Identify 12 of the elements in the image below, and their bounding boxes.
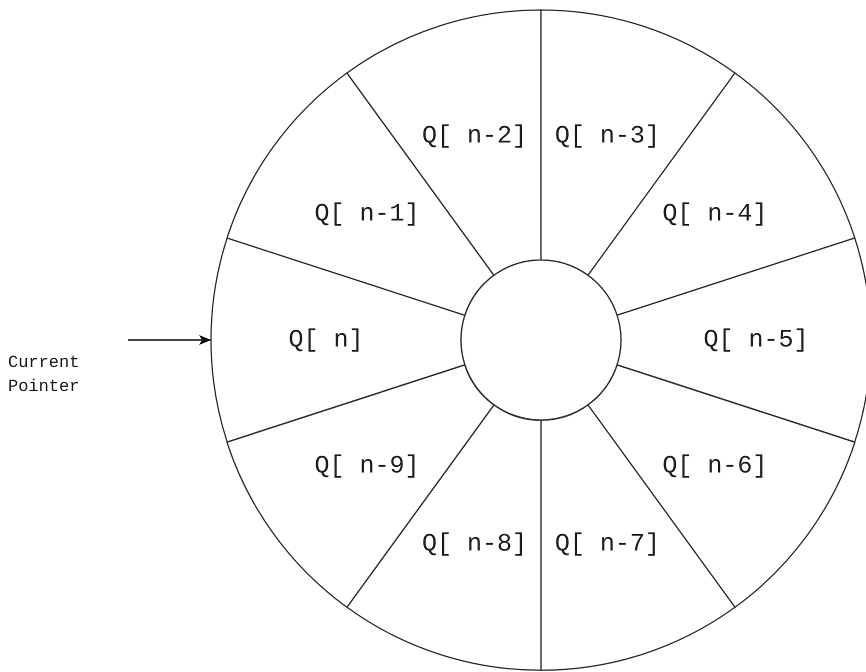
slot-label: Q[ n-5] bbox=[703, 325, 808, 354]
slot-label: Q[ n-8] bbox=[422, 530, 528, 559]
slot-label: Q[ n-4] bbox=[662, 199, 768, 228]
slot-label: Q[ n-1] bbox=[314, 199, 420, 228]
slot-label: Q[ n-3] bbox=[554, 121, 660, 150]
slot-label: Q[ n-7] bbox=[554, 530, 660, 559]
pointer-label: Current Pointer bbox=[8, 353, 80, 399]
slot-label: Q[ n-6] bbox=[662, 452, 768, 481]
slot-label: Q[ n-9] bbox=[314, 452, 420, 481]
slot-label: Q[ n] bbox=[288, 325, 364, 354]
arrow bbox=[128, 334, 211, 345]
slot-label: Q[ n-2] bbox=[422, 121, 528, 150]
